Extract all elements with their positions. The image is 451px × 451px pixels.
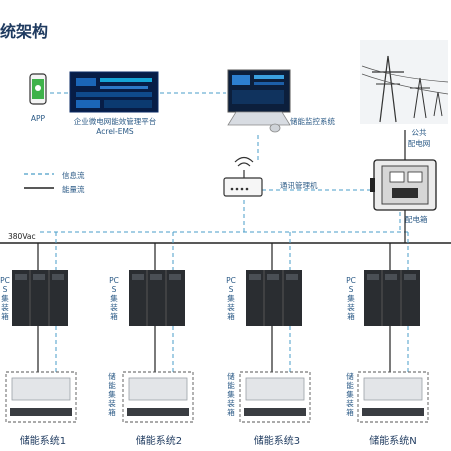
pcs-label-1: PCS集装箱 — [0, 276, 10, 321]
app-label: APP — [30, 114, 46, 123]
ems-label-line1: 企业微电网能效管理平台 — [73, 117, 157, 126]
storage-label-4: 储能集装箱 — [346, 372, 354, 417]
system-branches — [37, 232, 409, 372]
phone-icon — [29, 73, 47, 105]
cabinet-label: 配电箱 — [405, 215, 428, 224]
system-label-3: 储能系统3 — [253, 436, 301, 447]
ems-label-line2: Acrel-EMS — [96, 127, 134, 136]
ems-screen-icon — [69, 71, 159, 113]
grid-label-line2: 配电网 — [407, 139, 431, 148]
grid-label-line1: 公共 — [411, 128, 427, 137]
pcs-label-3: PCS集装箱 — [226, 276, 236, 321]
monitor-icon — [227, 69, 291, 133]
comm-label: 通讯管理机 — [280, 181, 318, 190]
monitor-label: 储能监控系统 — [290, 117, 335, 126]
system-label-n: 储能系统N — [369, 436, 417, 447]
page-title: 统架构 — [0, 22, 49, 41]
power-tower-icon — [360, 40, 449, 124]
pcs-label-4: PCS集装箱 — [346, 276, 356, 321]
bus-voltage-label: 380Vac — [8, 232, 36, 241]
pcs-container-icon — [12, 270, 420, 326]
legend-energy-label: 能量流 — [62, 185, 85, 194]
legend-info-label: 信息流 — [62, 171, 85, 180]
router-icon — [223, 156, 263, 197]
system-label-2: 储能系统2 — [135, 436, 183, 447]
battery-container-icon — [5, 371, 429, 423]
storage-label-3: 储能集装箱 — [227, 372, 235, 417]
cabinet-icon — [370, 159, 437, 211]
pcs-label-2: PCS集装箱 — [109, 276, 119, 321]
system-label-1: 储能系统1 — [19, 436, 67, 447]
storage-label-2: 储能集装箱 — [108, 372, 116, 417]
